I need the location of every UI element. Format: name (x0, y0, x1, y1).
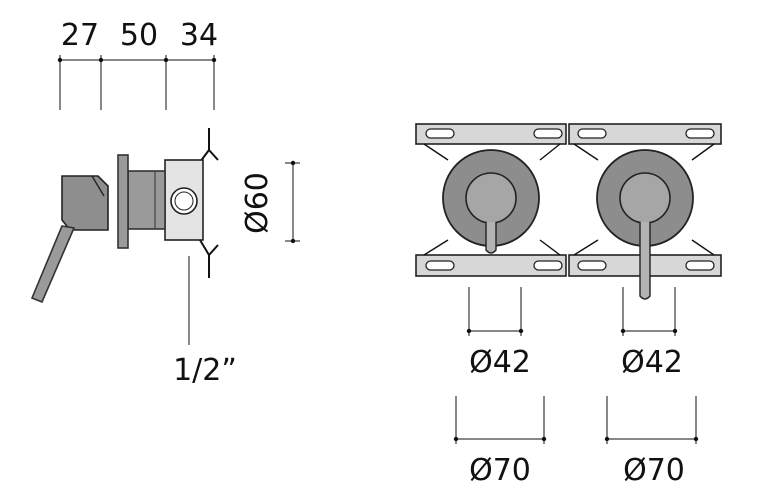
mounting-plate-top (415, 123, 722, 161)
inner-dimension-left: Ø42 (466, 287, 531, 380)
thread-leader: 1/2” (173, 256, 237, 388)
height-dimension: Ø60 (240, 160, 300, 244)
thread-label: 1/2” (173, 353, 237, 388)
outer-dimension-left: Ø70 (453, 396, 547, 488)
inner-dimension-right: Ø42 (620, 287, 683, 380)
dim-label-60: Ø60 (240, 172, 275, 234)
dim-label-70-right: Ø70 (623, 453, 685, 488)
side-view: 27 50 34 (30, 18, 300, 388)
dim-label-70-left: Ø70 (469, 453, 531, 488)
dim-label-27: 27 (61, 18, 99, 53)
mixer-side-profile (30, 128, 219, 304)
dim-label-42-left: Ø42 (469, 345, 531, 380)
dim-label-34: 34 (180, 18, 218, 53)
outer-dimension-right: Ø70 (604, 396, 699, 488)
mixer-front-left (442, 149, 540, 254)
front-view: Ø42 Ø42 Ø70 Ø70 (415, 123, 722, 488)
dim-label-42-right: Ø42 (621, 345, 683, 380)
dim-label-50: 50 (120, 18, 158, 53)
top-dimension-line (57, 55, 217, 110)
mounting-plate-bottom (415, 239, 722, 277)
mixer-front-right (596, 149, 694, 300)
